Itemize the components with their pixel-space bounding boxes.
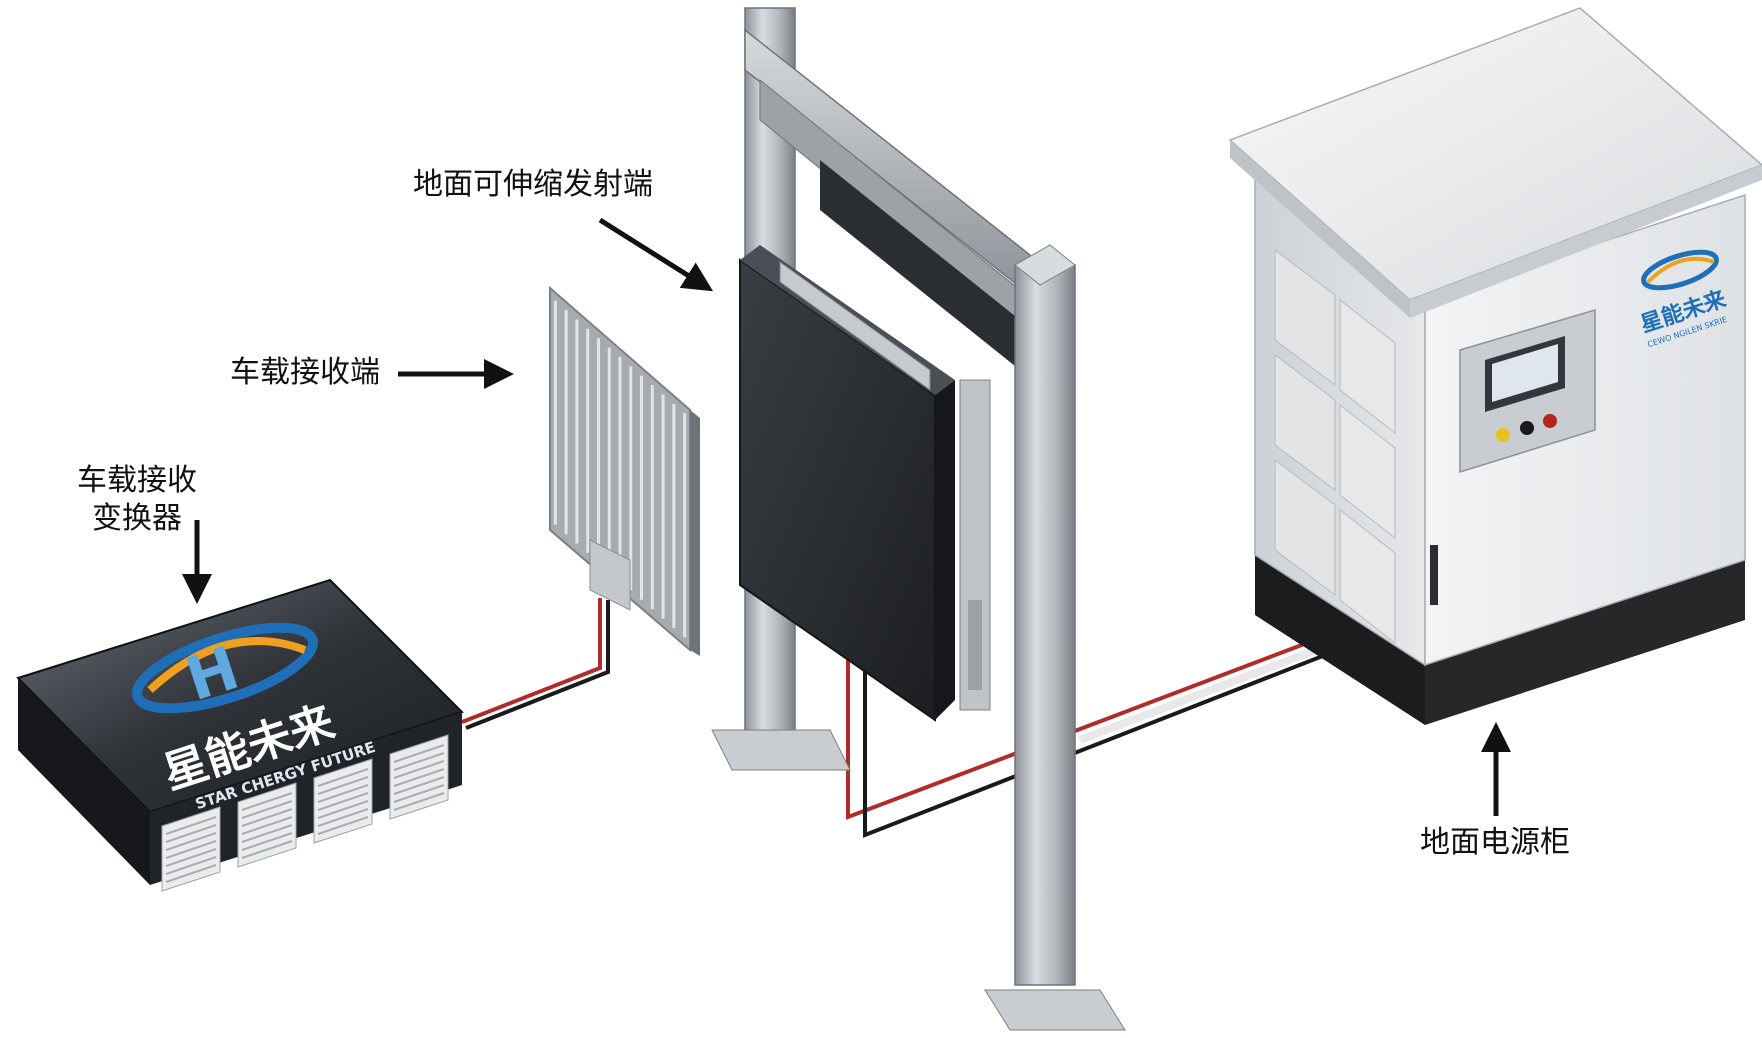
cabinet-brand-logo-icon	[1641, 249, 1719, 291]
ground-transmitter-frame	[711, 7, 1126, 1031]
label-ground-retractable-transmitter: 地面可伸缩发射端	[413, 167, 653, 202]
yellow-button-icon	[1496, 428, 1510, 442]
label-vehicle-converter: 车载接收 变换器	[77, 463, 197, 536]
converter-vent	[237, 782, 297, 868]
label-vehicle-receiver: 车载接收端	[230, 355, 380, 390]
arrow-to-transmitter	[598, 217, 714, 292]
converter-vent	[161, 806, 221, 892]
black-button-icon	[1520, 421, 1534, 435]
converter-vent	[389, 734, 449, 820]
ground-power-cabinet: 星能未来 CEWO NGILEN SKRIE	[1228, 7, 1762, 725]
red-button-icon	[1543, 414, 1557, 428]
converter-vent	[313, 758, 373, 844]
vehicle-receiver-converter: H 星能未来 STAR CHERGY FUTURE	[16, 578, 464, 892]
cable-cabinet-to-transmitter	[846, 622, 1344, 838]
cable-converter-to-receiver	[461, 598, 610, 730]
vehicle-receiver-plate	[549, 285, 700, 656]
label-ground-power-cabinet: 地面电源柜	[1420, 825, 1570, 860]
